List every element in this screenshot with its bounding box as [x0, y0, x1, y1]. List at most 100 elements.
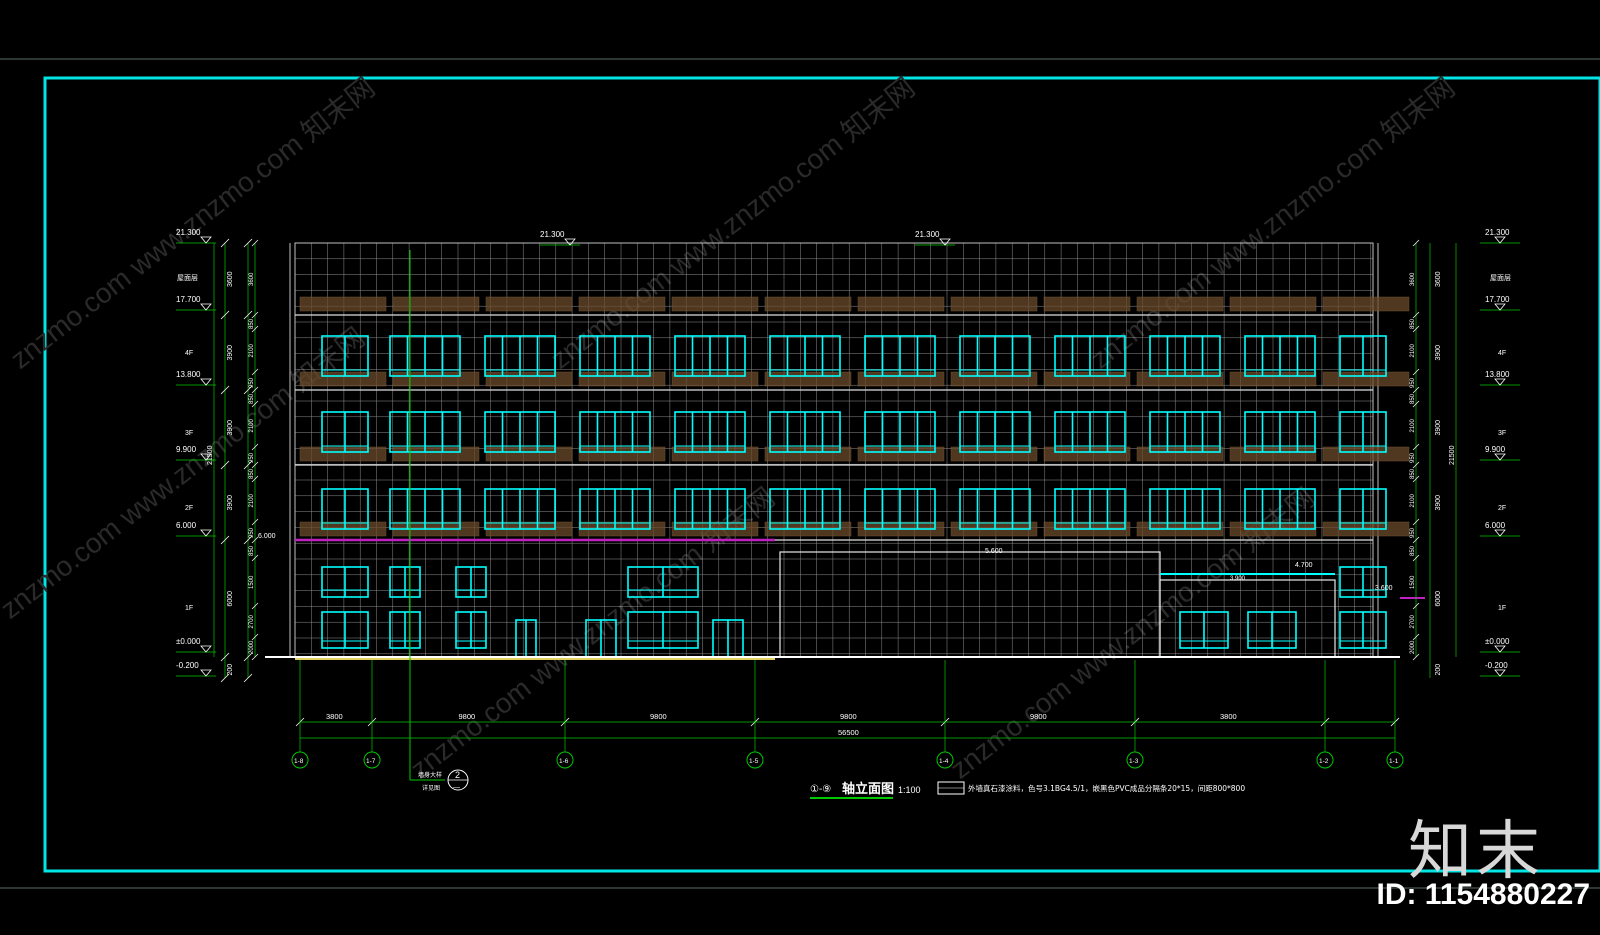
inner-dim-label: 850: [1410, 468, 1416, 479]
horizontal-dim-label: 9800: [459, 712, 476, 721]
inner-dim-tick: [251, 633, 259, 641]
inner-dim-tick: [1412, 386, 1420, 394]
level-mark: 17.700: [1480, 295, 1520, 311]
level-label: 21.300: [176, 228, 201, 237]
dim-tick: [220, 535, 230, 545]
total-width-label: 56500: [838, 728, 859, 737]
level-label: 21.300: [915, 230, 940, 239]
inner-dim-tick: [251, 443, 259, 451]
axis-bubble: [1126, 751, 1144, 769]
level-triangle: [200, 378, 212, 386]
inner-dim-label: 950: [249, 452, 255, 463]
inner-dim-tick: [1412, 461, 1420, 469]
inner-dim-label: 2100: [1410, 493, 1416, 507]
horizontal-dim-label: 9800: [650, 712, 667, 721]
inner-dim-tick: [251, 554, 259, 562]
spandrel-panel: [578, 296, 666, 312]
axis-bubble: [363, 751, 381, 769]
vertical-dim-label-right: 3600: [1435, 271, 1442, 287]
inner-dim-label: 850: [1410, 393, 1416, 404]
inner-dim-tick: [251, 461, 259, 469]
inner-dim-label: 850: [1410, 318, 1416, 329]
legend-note: 外墙真石漆涂料，色号3.1BG4.5/1，嵌黑色PVC成品分隔条20*15，间距…: [968, 783, 1245, 793]
vertical-dim-label-right: 200: [1435, 664, 1442, 676]
watermark-2: znzmo.com www.znzmo.com 知末网: [545, 72, 921, 375]
callout-label-2: 详见图: [422, 784, 440, 792]
inner-dim-label: 850: [249, 468, 255, 479]
inner-dim-tick: [251, 400, 259, 408]
inner-dim-label: 950: [249, 377, 255, 388]
inner-dim-label: 3600: [1410, 272, 1416, 286]
watermark-4: znzmo.com www.znzmo.com 知末网: [0, 322, 370, 625]
axis-bubble: [291, 751, 309, 769]
level-triangle: [1494, 529, 1506, 537]
dim-tick: [220, 673, 230, 683]
floor-label-1f-right: 1F: [1498, 605, 1506, 612]
callout-label-1: 墙身大样: [418, 771, 442, 779]
vertical-dim-label-left: 3900: [227, 420, 234, 436]
inner-dim-label: 850: [249, 545, 255, 556]
level-triangle: [200, 669, 212, 677]
axis-label: 1-6: [559, 758, 569, 765]
detail-callout: 2 — 墙身大样 详见图: [409, 250, 469, 792]
inner-dim-label: 1500: [1410, 575, 1416, 589]
horizontal-dim-label: 3800: [326, 712, 343, 721]
axis-label: 1-8: [294, 758, 304, 765]
axis-bubble: [1386, 751, 1404, 769]
axis-bubble: [746, 751, 764, 769]
inner-dim-label: 950: [1410, 452, 1416, 463]
inner-dim-tick: [251, 311, 259, 319]
watermark-3: znzmo.com www.znzmo.com 知末网: [1085, 72, 1461, 375]
level-triangle: [200, 236, 212, 244]
callout-sheet: —: [453, 784, 460, 791]
floor-label-3f-right: 3F: [1498, 430, 1506, 437]
floor-label-2f-right: 2F: [1498, 505, 1506, 512]
level-label: 17.700: [1485, 295, 1510, 304]
level-mark: 6.000: [176, 521, 216, 537]
drawing-frame: [43, 76, 1600, 873]
inner-dim-label: 2100: [249, 343, 255, 357]
watermarks: znzmo.com www.znzmo.com 知末网 znzmo.com ww…: [0, 72, 1460, 785]
dim-tick: [243, 385, 253, 395]
inner-dim-label: 950: [249, 527, 255, 538]
spandrel-panel: [950, 446, 1038, 462]
inner-dim-tick: [251, 368, 259, 376]
spandrel-panel: [950, 371, 1038, 387]
level-triangle: [1494, 645, 1506, 653]
spandrel-panel: [1322, 446, 1410, 462]
floor-label-parapet-right: 屋面层: [1490, 274, 1511, 282]
spandrel-panel: [950, 296, 1038, 312]
floor-label-parapet-left: 屋面层: [177, 274, 198, 282]
inner-dim-tick: [1412, 602, 1420, 610]
inner-dim-label: 2100: [249, 493, 255, 507]
spandrel-panel: [485, 296, 573, 312]
level-marks: 21.30017.70013.8009.9006.000±0.000-0.200…: [176, 228, 1520, 677]
dim-tick: [243, 310, 253, 320]
level-label: 6.000: [1485, 521, 1506, 530]
inner-dim-label: 950: [1410, 377, 1416, 388]
spandrel-panel: [671, 446, 759, 462]
floor-label-2f-left: 2F: [185, 505, 193, 512]
inner-dim-tick: [1412, 518, 1420, 526]
inner-dim-label: 850: [249, 393, 255, 404]
spandrel-panel: [485, 371, 573, 387]
inner-dim-label: 950: [1410, 527, 1416, 538]
level-mark: -0.200: [176, 661, 216, 677]
inner-dim-label: 850: [1410, 545, 1416, 556]
spandrel-panel: [1322, 371, 1410, 387]
spandrel-panel: [1136, 446, 1224, 462]
inner-dim-tick: [1412, 653, 1420, 661]
level-label-canopy-c: 3.600: [1375, 585, 1393, 592]
axis-bubble: [556, 751, 574, 769]
floor-label-3f-left: 3F: [185, 430, 193, 437]
vertical-dim-label-left: 6000: [227, 591, 234, 607]
callout-number: 2: [455, 770, 460, 780]
axis-bubble: [1316, 751, 1334, 769]
level-label-inner: 6.000: [258, 533, 276, 540]
dim-tick: [220, 460, 230, 470]
level-mark: 9.900: [176, 445, 216, 461]
level-triangle: [1494, 303, 1506, 311]
spandrel-panel: [857, 446, 945, 462]
level-mark: 13.800: [1480, 370, 1520, 386]
